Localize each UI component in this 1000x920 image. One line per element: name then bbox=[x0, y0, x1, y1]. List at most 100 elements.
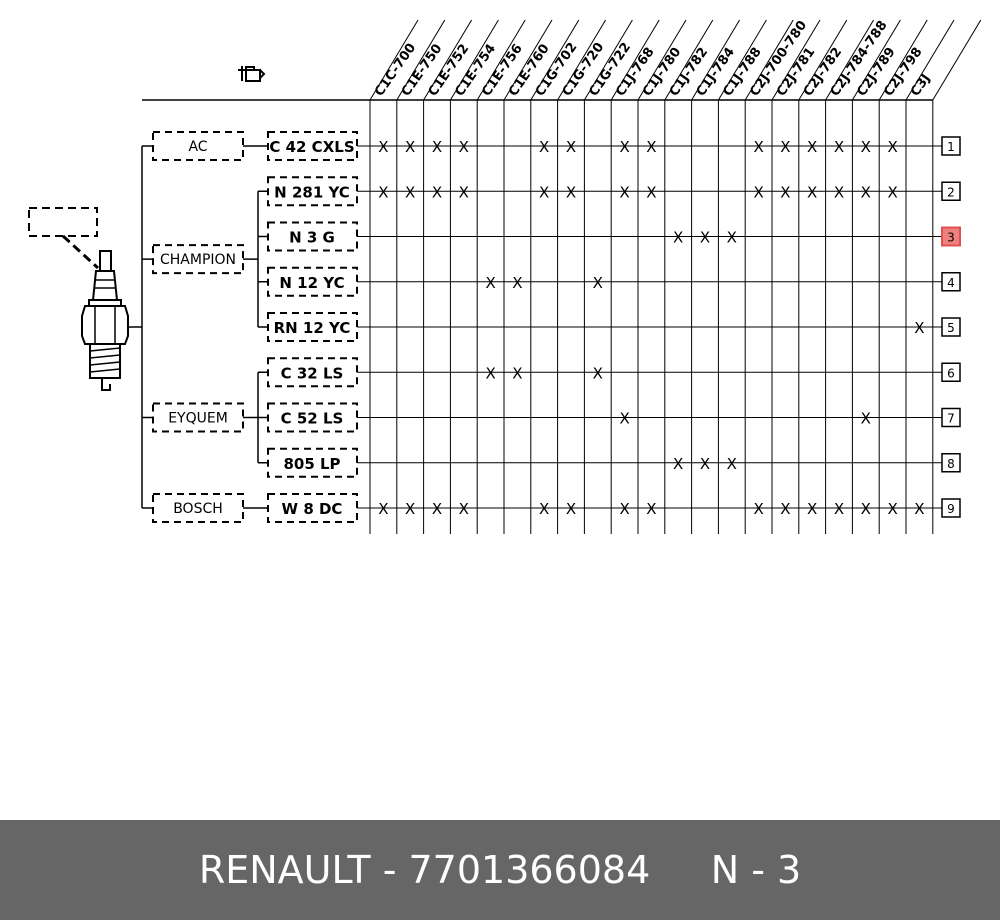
engine-icon bbox=[238, 66, 266, 82]
compatibility-mark: X bbox=[780, 138, 790, 156]
reference-number: 9 bbox=[947, 502, 955, 516]
footer-gap bbox=[650, 848, 710, 892]
part-box bbox=[267, 176, 358, 207]
column-header-line bbox=[905, 19, 955, 101]
column-header-line bbox=[932, 19, 982, 101]
part-box bbox=[267, 402, 358, 433]
reference-number: 8 bbox=[947, 457, 955, 471]
column-header-line bbox=[744, 19, 794, 101]
compatibility-mark: X bbox=[539, 183, 549, 201]
compatibility-mark: X bbox=[646, 183, 656, 201]
compatibility-mark: X bbox=[887, 500, 897, 518]
compatibility-mark: X bbox=[539, 500, 549, 518]
compatibility-mark: X bbox=[566, 183, 576, 201]
compatibility-mark: X bbox=[727, 229, 737, 247]
reference-box[interactable] bbox=[941, 453, 961, 473]
part-box bbox=[267, 266, 358, 297]
compatibility-mark: X bbox=[780, 500, 790, 518]
column-header-line bbox=[583, 19, 633, 101]
column-header-line bbox=[610, 19, 660, 101]
column-header-line bbox=[691, 19, 741, 101]
compatibility-mark: X bbox=[753, 183, 763, 201]
reference-box[interactable] bbox=[941, 181, 961, 201]
part-box bbox=[267, 357, 358, 388]
compatibility-mark: X bbox=[834, 183, 844, 201]
reference-box[interactable] bbox=[941, 498, 961, 518]
reference-box[interactable] bbox=[941, 407, 961, 428]
part-box bbox=[267, 447, 358, 478]
reference-box[interactable] bbox=[941, 272, 961, 292]
compatibility-mark: X bbox=[807, 183, 817, 201]
column-header-line bbox=[798, 19, 848, 101]
compatibility-mark: X bbox=[378, 500, 388, 518]
reference-number: 4 bbox=[947, 276, 955, 290]
compatibility-mark: X bbox=[861, 183, 871, 201]
compatibility-mark: X bbox=[887, 183, 897, 201]
compatibility-mark: X bbox=[405, 500, 415, 518]
column-header-line bbox=[503, 19, 553, 101]
compatibility-mark: X bbox=[861, 500, 871, 518]
compatibility-mark: X bbox=[619, 183, 629, 201]
compatibility-mark: X bbox=[405, 183, 415, 201]
brand-label: EYQUEM bbox=[168, 411, 228, 427]
compatibility-mark: X bbox=[727, 455, 737, 473]
part-label: N 12 YC bbox=[279, 274, 344, 292]
part-label: C 42 CXLS bbox=[269, 138, 354, 156]
reference-box[interactable] bbox=[941, 317, 961, 337]
column-header-line bbox=[530, 19, 580, 101]
part-label: 805 LP bbox=[283, 455, 340, 473]
compatibility-mark: X bbox=[485, 274, 495, 292]
column-header-line bbox=[851, 19, 901, 101]
compatibility-mark: X bbox=[378, 183, 388, 201]
column-header-line bbox=[878, 19, 928, 101]
compatibility-mark: X bbox=[914, 500, 924, 518]
column-header-line bbox=[557, 19, 607, 101]
reference-box[interactable] bbox=[941, 136, 961, 156]
compatibility-mark: X bbox=[378, 138, 388, 156]
part-label: N 281 YC bbox=[274, 183, 350, 201]
footer-bar: RENAULT - 7701366084 N - 3 bbox=[0, 820, 1000, 920]
model-header: C3J bbox=[908, 71, 934, 99]
spark-plug-illustration bbox=[28, 207, 129, 391]
compatibility-mark: X bbox=[512, 364, 522, 382]
footer-brand: RENAULT bbox=[198, 848, 371, 892]
part-label: RN 12 YC bbox=[274, 319, 351, 337]
column-header-line bbox=[664, 19, 714, 101]
part-box bbox=[267, 131, 358, 161]
grid-lines bbox=[142, 19, 982, 534]
compatibility-mark: X bbox=[405, 138, 415, 156]
compatibility-mark: X bbox=[700, 455, 710, 473]
compatibility-mark: X bbox=[753, 500, 763, 518]
compatibility-mark: X bbox=[834, 500, 844, 518]
compatibility-mark: X bbox=[512, 274, 522, 292]
compatibility-mark: X bbox=[887, 138, 897, 156]
compatibility-mark: X bbox=[861, 138, 871, 156]
column-header-line bbox=[771, 19, 821, 101]
column-header-line bbox=[637, 19, 687, 101]
reference-box-highlighted[interactable] bbox=[941, 226, 961, 247]
compatibility-mark: X bbox=[566, 500, 576, 518]
compatibility-mark: X bbox=[619, 410, 629, 428]
part-label: C 32 LS bbox=[281, 364, 344, 382]
compatibility-mark: X bbox=[593, 274, 603, 292]
compatibility-mark: X bbox=[593, 364, 603, 382]
part-label: N 3 G bbox=[289, 229, 335, 247]
brand-label: BOSCH bbox=[173, 501, 223, 517]
compatibility-mark: X bbox=[619, 138, 629, 156]
compatibility-mark: X bbox=[753, 138, 763, 156]
column-header-line bbox=[423, 19, 473, 101]
brand-box bbox=[152, 131, 244, 161]
brand-box bbox=[152, 244, 244, 275]
part-box bbox=[267, 312, 358, 342]
part-label: C 52 LS bbox=[281, 410, 344, 428]
compatibility-mark: X bbox=[780, 183, 790, 201]
spark-plug-application-chart: C1C-700C1E-750C1E-752C1E-754C1E-756C1E-7… bbox=[28, 18, 982, 534]
reference-number: 3 bbox=[947, 231, 955, 245]
column-header-line bbox=[369, 19, 419, 101]
reference-number: 2 bbox=[947, 185, 955, 199]
reference-box[interactable] bbox=[941, 362, 961, 382]
footer-part-number: 7701366084 bbox=[408, 848, 651, 892]
compatibility-mark: X bbox=[861, 410, 871, 428]
brand-box bbox=[152, 402, 244, 433]
